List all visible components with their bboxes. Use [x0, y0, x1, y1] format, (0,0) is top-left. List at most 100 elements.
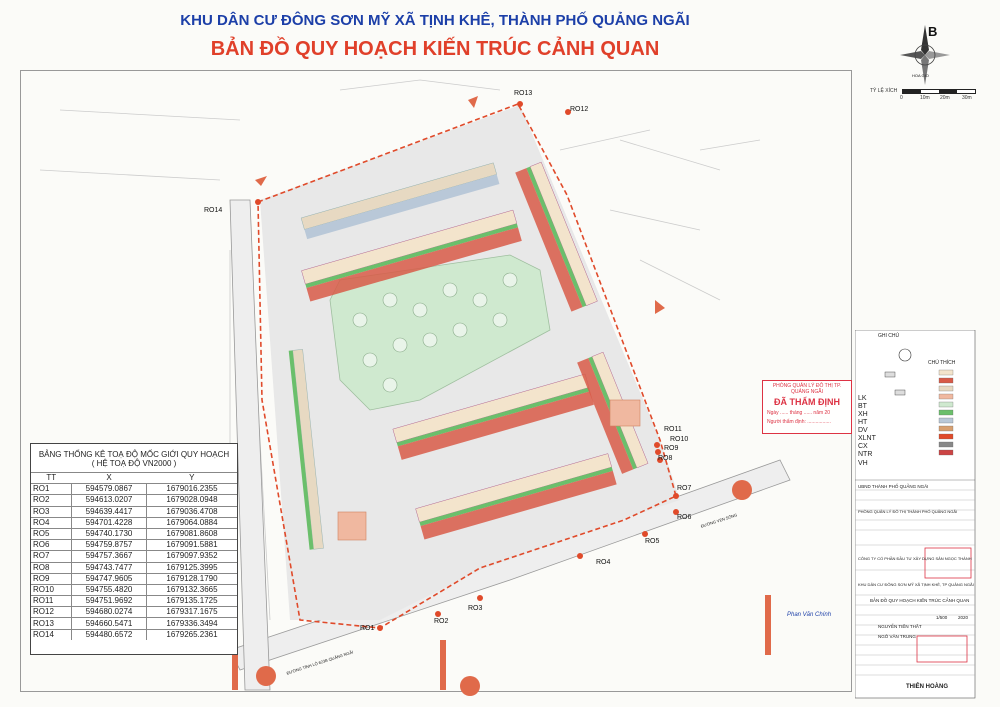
- coord-x: 594660.5471: [71, 617, 147, 630]
- park-trees: [352, 272, 518, 393]
- coord-y: 1679064.0884: [146, 516, 237, 529]
- col-tt: TT: [31, 471, 72, 484]
- legend-code-lk: LK: [858, 395, 867, 402]
- coord-x: 594613.0207: [71, 494, 147, 507]
- legend-chuthich: CHÚ THÍCH: [928, 360, 956, 366]
- coord-y: 1679132.3665: [146, 583, 237, 596]
- tb-designer: NGUYỄN TIẾN THẮT: [878, 624, 922, 629]
- point-id: RO6: [31, 539, 72, 551]
- map-subtitle: KHU DÂN CƯ ĐÔNG SƠN MỸ XÃ TỊNH KHÊ, THÀN…: [180, 12, 690, 29]
- coord-y: 1679265.2361: [146, 628, 237, 640]
- point-id: RO3: [31, 505, 72, 518]
- marker-ro7: RO7: [677, 485, 692, 492]
- scale-tick-30: 30m: [962, 95, 972, 101]
- coord-x: 594480.6572: [71, 628, 147, 640]
- coord-x: 594639.4417: [71, 505, 147, 518]
- compass-north: B: [928, 24, 938, 39]
- coord-x: 594701.4228: [71, 516, 147, 529]
- legend-panel: [855, 330, 976, 699]
- tb-checker: NGÔ VĂN TRUNG: [878, 634, 916, 639]
- stamp-reviewer: Người thẩm định: .................: [767, 419, 831, 425]
- marker-ro4: RO4: [596, 559, 611, 566]
- plaza-east: [609, 399, 641, 427]
- tb-year: 2020: [958, 615, 969, 620]
- tb-owner: UBND THÀNH PHỐ QUẢNG NGÃI: [858, 484, 929, 489]
- coord-table-heading: BẢNG THỐNG KÊ TOẠ ĐỘ MỐC GIỚI QUY HOẠCH: [38, 450, 230, 459]
- stamp-office: PHÒNG QUẢN LÝ ĐÔ THỊ TP. QUẢNG NGÃI: [772, 383, 842, 395]
- coord-x: 594747.9605: [71, 572, 147, 585]
- marker-ro14: RO14: [204, 207, 223, 214]
- point-id: RO11: [31, 595, 72, 607]
- point-id: RO7: [31, 550, 72, 562]
- stamp-status: ĐÃ THẨM ĐỊNH: [774, 397, 840, 407]
- background-terrain: [39, 79, 761, 621]
- legend-code-xh: XH: [858, 411, 868, 418]
- coord-y: 1679091.5881: [146, 539, 237, 551]
- stamp-date: Ngày ...... tháng ...... năm 20: [767, 410, 831, 416]
- scale-label: TỶ LỆ XÍCH: [870, 88, 898, 94]
- point-id: RO8: [31, 561, 72, 574]
- legend-ghichu: GHI CHÚ: [878, 333, 900, 339]
- point-id: RO13: [31, 617, 72, 630]
- col-x: X: [71, 471, 147, 484]
- point-id: RO1: [31, 483, 72, 495]
- scale-tick-0: 0: [900, 95, 903, 101]
- point-id: RO10: [31, 583, 72, 596]
- scale-tick-20: 20m: [940, 95, 950, 101]
- coord-x: 594757.3667: [71, 550, 147, 562]
- coord-y: 1679125.3995: [146, 561, 237, 574]
- coord-y: 1679336.3494: [146, 617, 237, 630]
- legend-code-vh: VH: [858, 460, 868, 467]
- tb-reviewer: PHÒNG QUẢN LÝ ĐÔ THỊ THÀNH PHỐ QUẢNG NGÃ…: [858, 509, 958, 514]
- marker-ro6: RO6: [677, 514, 692, 521]
- compass-label: HOA GIO: [912, 73, 929, 78]
- col-y: Y: [146, 471, 237, 484]
- coord-x: 594751.9692: [71, 595, 147, 607]
- coord-y: 1679128.1790: [146, 572, 237, 585]
- coord-y: 1679028.0948: [146, 494, 237, 507]
- tb-firm: THIÊN HOÀNG: [906, 684, 948, 690]
- legend-swatches: [938, 369, 954, 456]
- marker-ro8: RO8: [658, 455, 673, 462]
- marker-ro10: RO10: [670, 436, 689, 443]
- coord-y: 1679317.1675: [146, 606, 237, 618]
- marker-ro1: RO1: [360, 625, 375, 632]
- approval-stamp: PHÒNG QUẢN LÝ ĐÔ THỊ TP. QUẢNG NGÃI ĐÃ T…: [762, 380, 852, 434]
- tb-consultant: CÔNG TY CỔ PHẦN ĐẦU TƯ XÂY DỰNG SẢN NGỌC…: [858, 556, 972, 561]
- scale-tick-10: 10m: [920, 95, 930, 101]
- point-id: RO9: [31, 572, 72, 585]
- coord-y: 1679135.1725: [146, 595, 237, 607]
- tb-drawing: BẢN ĐỒ QUY HOẠCH KIẾN TRÚC CẢNH QUAN: [870, 598, 970, 603]
- coord-x: 594743.7477: [71, 561, 147, 574]
- tb-scale: 1/500: [936, 615, 948, 620]
- plaza: [337, 511, 367, 541]
- marker-ro12: RO12: [570, 106, 589, 113]
- marker-ro2: RO2: [434, 618, 449, 625]
- coord-table-subheading: ( HỆ TOẠ ĐỘ VN2000 ): [91, 459, 177, 468]
- coordinate-table: BẢNG THỐNG KÊ TOẠ ĐỘ MỐC GIỚI QUY HOẠCH …: [30, 443, 238, 655]
- legend-code-ntr: NTR: [858, 451, 873, 458]
- marker-ro5: RO5: [645, 538, 660, 545]
- coord-x: 594680.0274: [71, 606, 147, 618]
- tb-signature-name: Phan Văn Chính: [787, 612, 832, 618]
- marker-ro13: RO13: [514, 90, 533, 97]
- planning-boundary: [257, 103, 677, 629]
- boundary-markers: [255, 101, 679, 631]
- coord-y: 1679081.8608: [146, 527, 237, 540]
- marker-ro11: RO11: [664, 426, 682, 433]
- coord-x: 594740.1730: [71, 527, 147, 540]
